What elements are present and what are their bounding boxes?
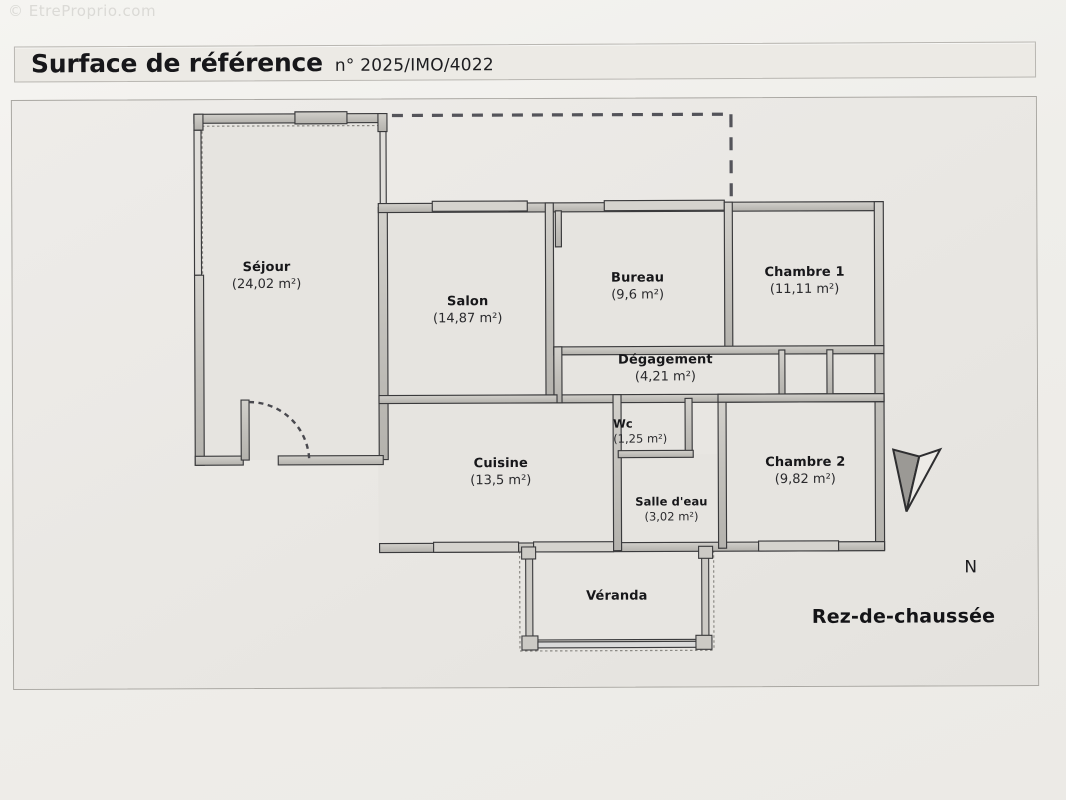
title-band: Surface de référence n° 2025/IMO/4022: [13, 41, 1037, 83]
title-inner: Surface de référence n° 2025/IMO/4022: [31, 47, 494, 78]
compass-label-north: N: [964, 557, 978, 578]
reference-number: n° 2025/IMO/4022: [334, 55, 494, 76]
north-arrow-icon: [891, 447, 943, 513]
walls-main: [377, 199, 886, 554]
room-fills: [193, 117, 884, 650]
watermark-text: © EtreProprio.com: [8, 2, 157, 20]
floor-plan-frame: Séjour (24,02 m²) Salon (14,87 m²) Burea…: [10, 96, 1040, 690]
floor-plan-drawing: [11, 97, 1039, 689]
door-swing-arc: [249, 400, 311, 462]
veranda-walls: [521, 545, 714, 651]
walls: [193, 111, 389, 466]
page-title: Surface de référence: [30, 47, 323, 79]
floor-caption: Rez-de-chaussée: [811, 605, 996, 628]
dashed-boundary-lines: [391, 112, 733, 207]
